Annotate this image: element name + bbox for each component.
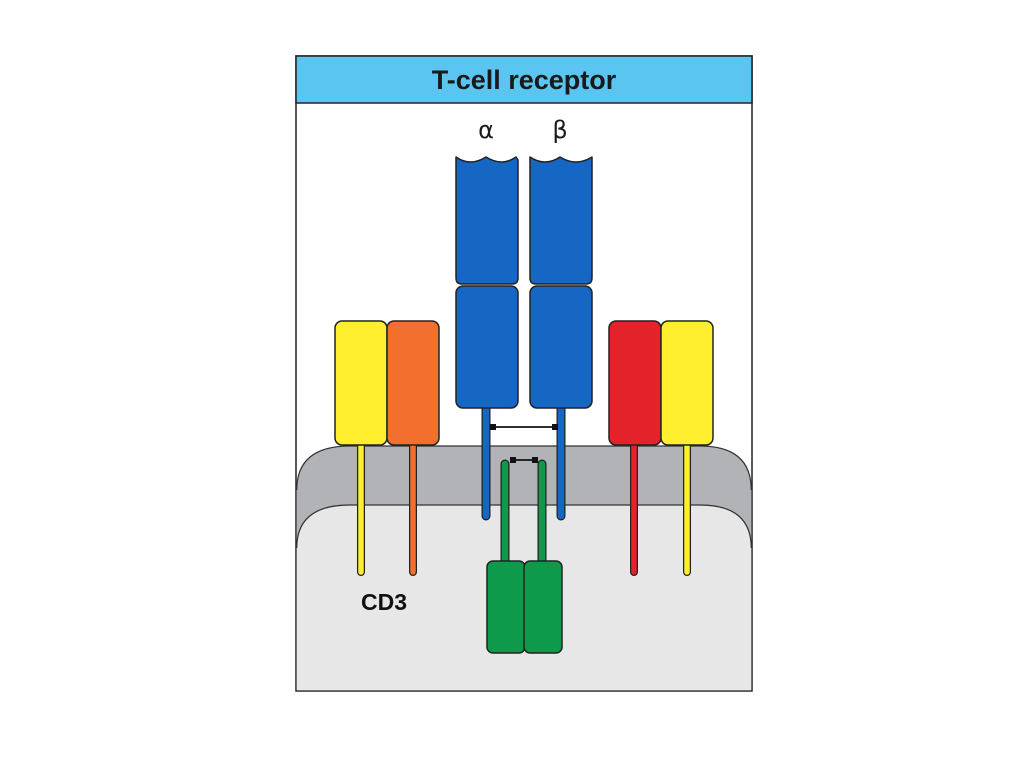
alpha-beta-disulfide-bond [490, 424, 558, 430]
cd3-orange-domain [386, 320, 440, 446]
cd3-yellow-left-domain [334, 320, 388, 446]
cd3-left-pair [334, 320, 440, 576]
alpha-constant-domain [455, 285, 519, 409]
zeta-disulfide-bond [510, 457, 538, 463]
cd3-zeta-dimer [486, 457, 563, 654]
zeta-right-cytoplasmic-domain [523, 560, 563, 654]
membrane-outer-edge [296, 445, 752, 491]
title-bar [295, 55, 753, 104]
diagram-title: T-cell receptor [432, 65, 617, 95]
beta-chain-label: β [552, 116, 567, 144]
cd3-yellow-right-domain [660, 320, 714, 446]
alpha-chain-label: α [478, 116, 494, 144]
cd3-red-domain [608, 320, 662, 446]
membrane-inner-edge [296, 504, 752, 549]
zeta-left-cytoplasmic-domain [486, 560, 526, 654]
beta-variable-domain [529, 156, 593, 285]
cd3-label: CD3 [361, 589, 407, 615]
tcr-alpha-chain [455, 156, 519, 521]
alpha-variable-domain [455, 156, 519, 285]
beta-constant-domain [529, 285, 593, 409]
tcr-beta-chain [529, 156, 593, 521]
cd3-right-pair [608, 320, 714, 576]
